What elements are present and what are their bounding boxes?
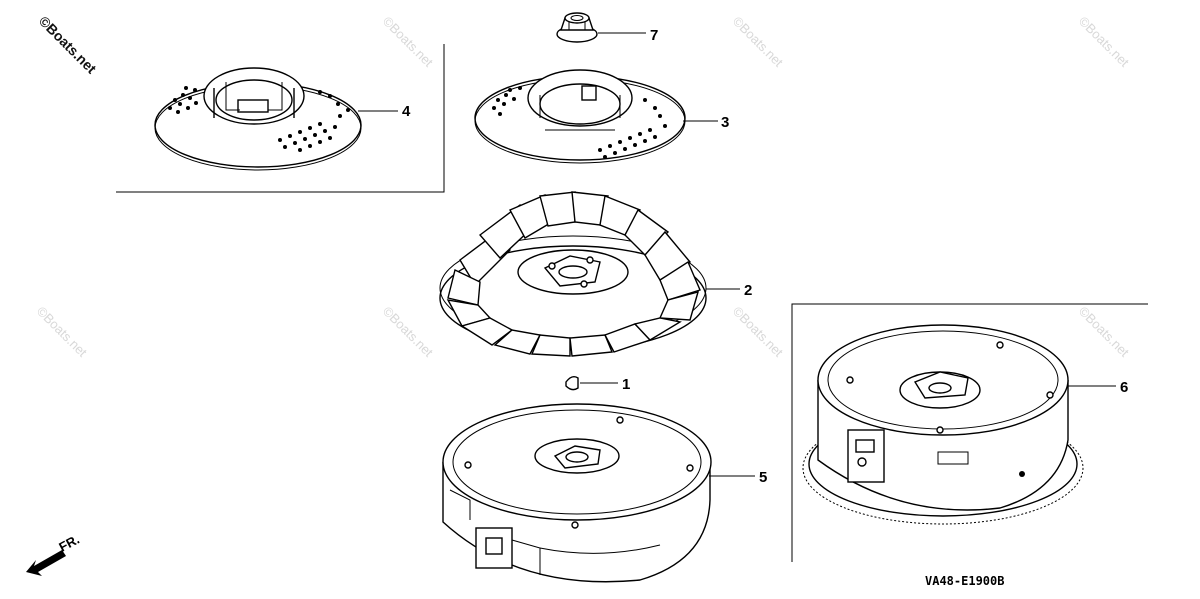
part-number-2[interactable]: 2	[744, 282, 752, 299]
part-number-3[interactable]: 3	[721, 114, 729, 131]
flywheel-ring-gear-icon[interactable]	[802, 324, 1084, 525]
watermark: ©Boats.net	[1076, 14, 1132, 70]
starter-pulley-alt-icon[interactable]	[154, 67, 362, 171]
watermark: ©Boats.net	[380, 304, 436, 360]
group-bracket-part-6	[791, 303, 1148, 562]
part-number-5[interactable]: 5	[759, 469, 767, 486]
vent-holes-part-3	[492, 86, 667, 159]
starter-pulley-icon[interactable]	[474, 69, 686, 164]
watermark: ©Boats.net	[730, 14, 786, 70]
watermark-corner: ©Boats.net	[36, 13, 100, 77]
watermark: ©Boats.net	[730, 304, 786, 360]
woodruff-key-icon[interactable]	[565, 375, 579, 391]
fan-blades	[446, 191, 701, 357]
watermark: ©Boats.net	[380, 14, 436, 70]
group-bracket-part-4	[116, 44, 445, 193]
part-number-6[interactable]: 6	[1120, 379, 1128, 396]
diagram-code: VA48-E1900B	[925, 574, 1004, 588]
front-arrow-icon	[26, 550, 66, 576]
watermark: ©Boats.net	[1076, 304, 1132, 360]
watermark: ©Boats.net	[34, 304, 90, 360]
flywheel-icon[interactable]	[442, 403, 712, 583]
part-number-4[interactable]: 4	[402, 103, 411, 120]
flange-nut-icon[interactable]	[556, 12, 598, 43]
vent-holes-part-4	[168, 86, 350, 152]
part-number-7[interactable]: 7	[650, 27, 658, 44]
part-number-1[interactable]: 1	[622, 376, 630, 393]
cooling-fan-icon[interactable]	[439, 191, 707, 357]
